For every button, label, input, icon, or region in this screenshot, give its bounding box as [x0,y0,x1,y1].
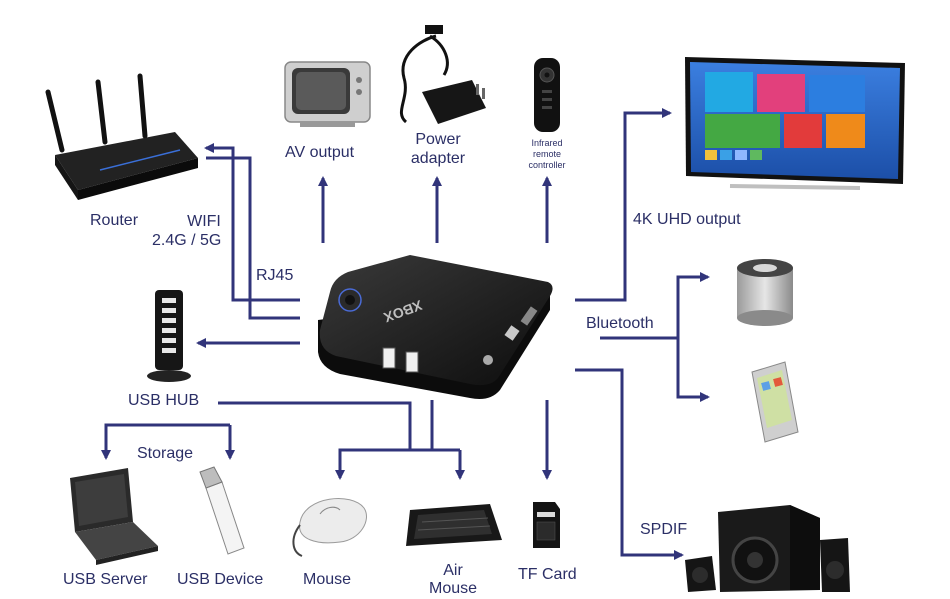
bt-speaker-line [676,272,710,338]
ir-label-line3: controller [528,160,566,170]
av-output-label: AV output [285,144,355,161]
uhd-line [575,108,672,302]
bluetooth-label: Bluetooth [586,315,654,332]
mouse-arrow [335,448,460,480]
speaker-system-icon [685,505,850,592]
wifi-label: WIFI [187,213,221,230]
mouse-label: Mouse [303,571,352,588]
tf-card-label: TF Card [518,566,577,583]
router-label: Router [90,212,139,229]
power-label-line2: adapter [410,150,466,167]
uhd-tv-icon [685,57,905,190]
spdif-label: SPDIF [640,521,688,538]
usb-hub-label: USB HUB [128,392,200,409]
rj45-line [206,156,300,320]
crt-tv-icon [284,61,371,127]
router-icon [45,73,198,200]
bluetooth-speaker-icon [737,259,793,326]
wifi-band-label: 2.4G / 5G [152,232,222,249]
usb-hub-to-mouse-line [218,401,412,450]
usb-drive-icon [199,466,245,555]
ir-remote-icon [534,58,560,132]
air-mouse-label-line2: Mouse [428,580,478,597]
air-mouse-label-line1: Air [443,562,463,579]
storage-label: Storage [137,445,194,462]
ir-label-line1: Infrared [531,138,563,148]
bt-phone-line [676,338,710,402]
air-mouse-keyboard-icon [406,504,502,546]
laptop-icon [70,468,158,565]
usb-device-label: USB Device [177,571,264,588]
power-label-line1: Power [415,131,461,148]
storage-line [101,423,230,460]
uhd-output-label: 4K UHD output [633,211,741,228]
wifi-line [204,143,300,302]
rj45-label: RJ45 [256,267,294,284]
tv-box-device: XBOX [318,255,553,399]
tf-card-icon [533,502,560,548]
power-adapter-icon [399,25,486,124]
spdif-line [575,368,684,560]
smartphone-icon [751,361,799,443]
usb-hub-icon [147,290,191,382]
ir-label-line2: remote [532,149,561,159]
connection-lines [101,108,710,560]
mouse-icon [292,498,367,557]
usb-server-label: USB Server [63,571,148,588]
